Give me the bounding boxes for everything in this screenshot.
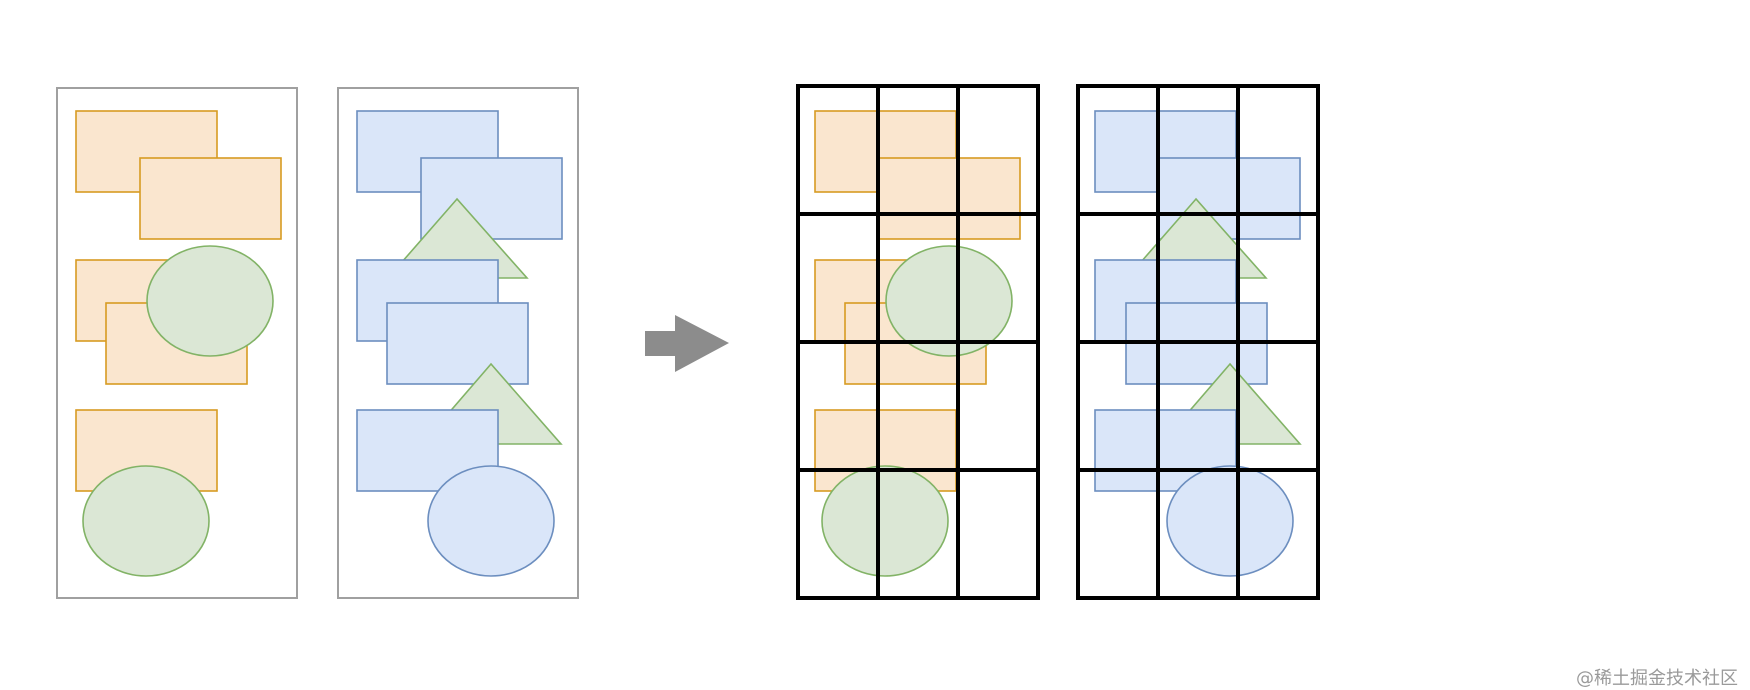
blue-rect-4 bbox=[386, 302, 529, 385]
gridded-panel-orange bbox=[796, 84, 1040, 600]
green-ellipse-2 bbox=[821, 465, 949, 577]
orange-rect-5 bbox=[814, 409, 957, 492]
orange-rect-2 bbox=[878, 157, 1021, 240]
tile-grid bbox=[1076, 84, 1320, 600]
original-panel-blue bbox=[337, 87, 579, 599]
green-ellipse-1 bbox=[146, 245, 274, 357]
right-arrow-icon bbox=[645, 315, 729, 372]
gridded-panel-blue bbox=[1076, 84, 1320, 600]
watermark-text: @稀土掘金技术社区 bbox=[1576, 668, 1738, 689]
green-ellipse-2 bbox=[82, 465, 210, 577]
blue-ellipse-1 bbox=[427, 465, 555, 577]
original-panel-orange bbox=[56, 87, 298, 599]
orange-rect-2 bbox=[139, 157, 282, 240]
tile-grid bbox=[796, 84, 1040, 600]
blue-ellipse-1 bbox=[1166, 465, 1294, 577]
green-ellipse-1 bbox=[885, 245, 1013, 357]
